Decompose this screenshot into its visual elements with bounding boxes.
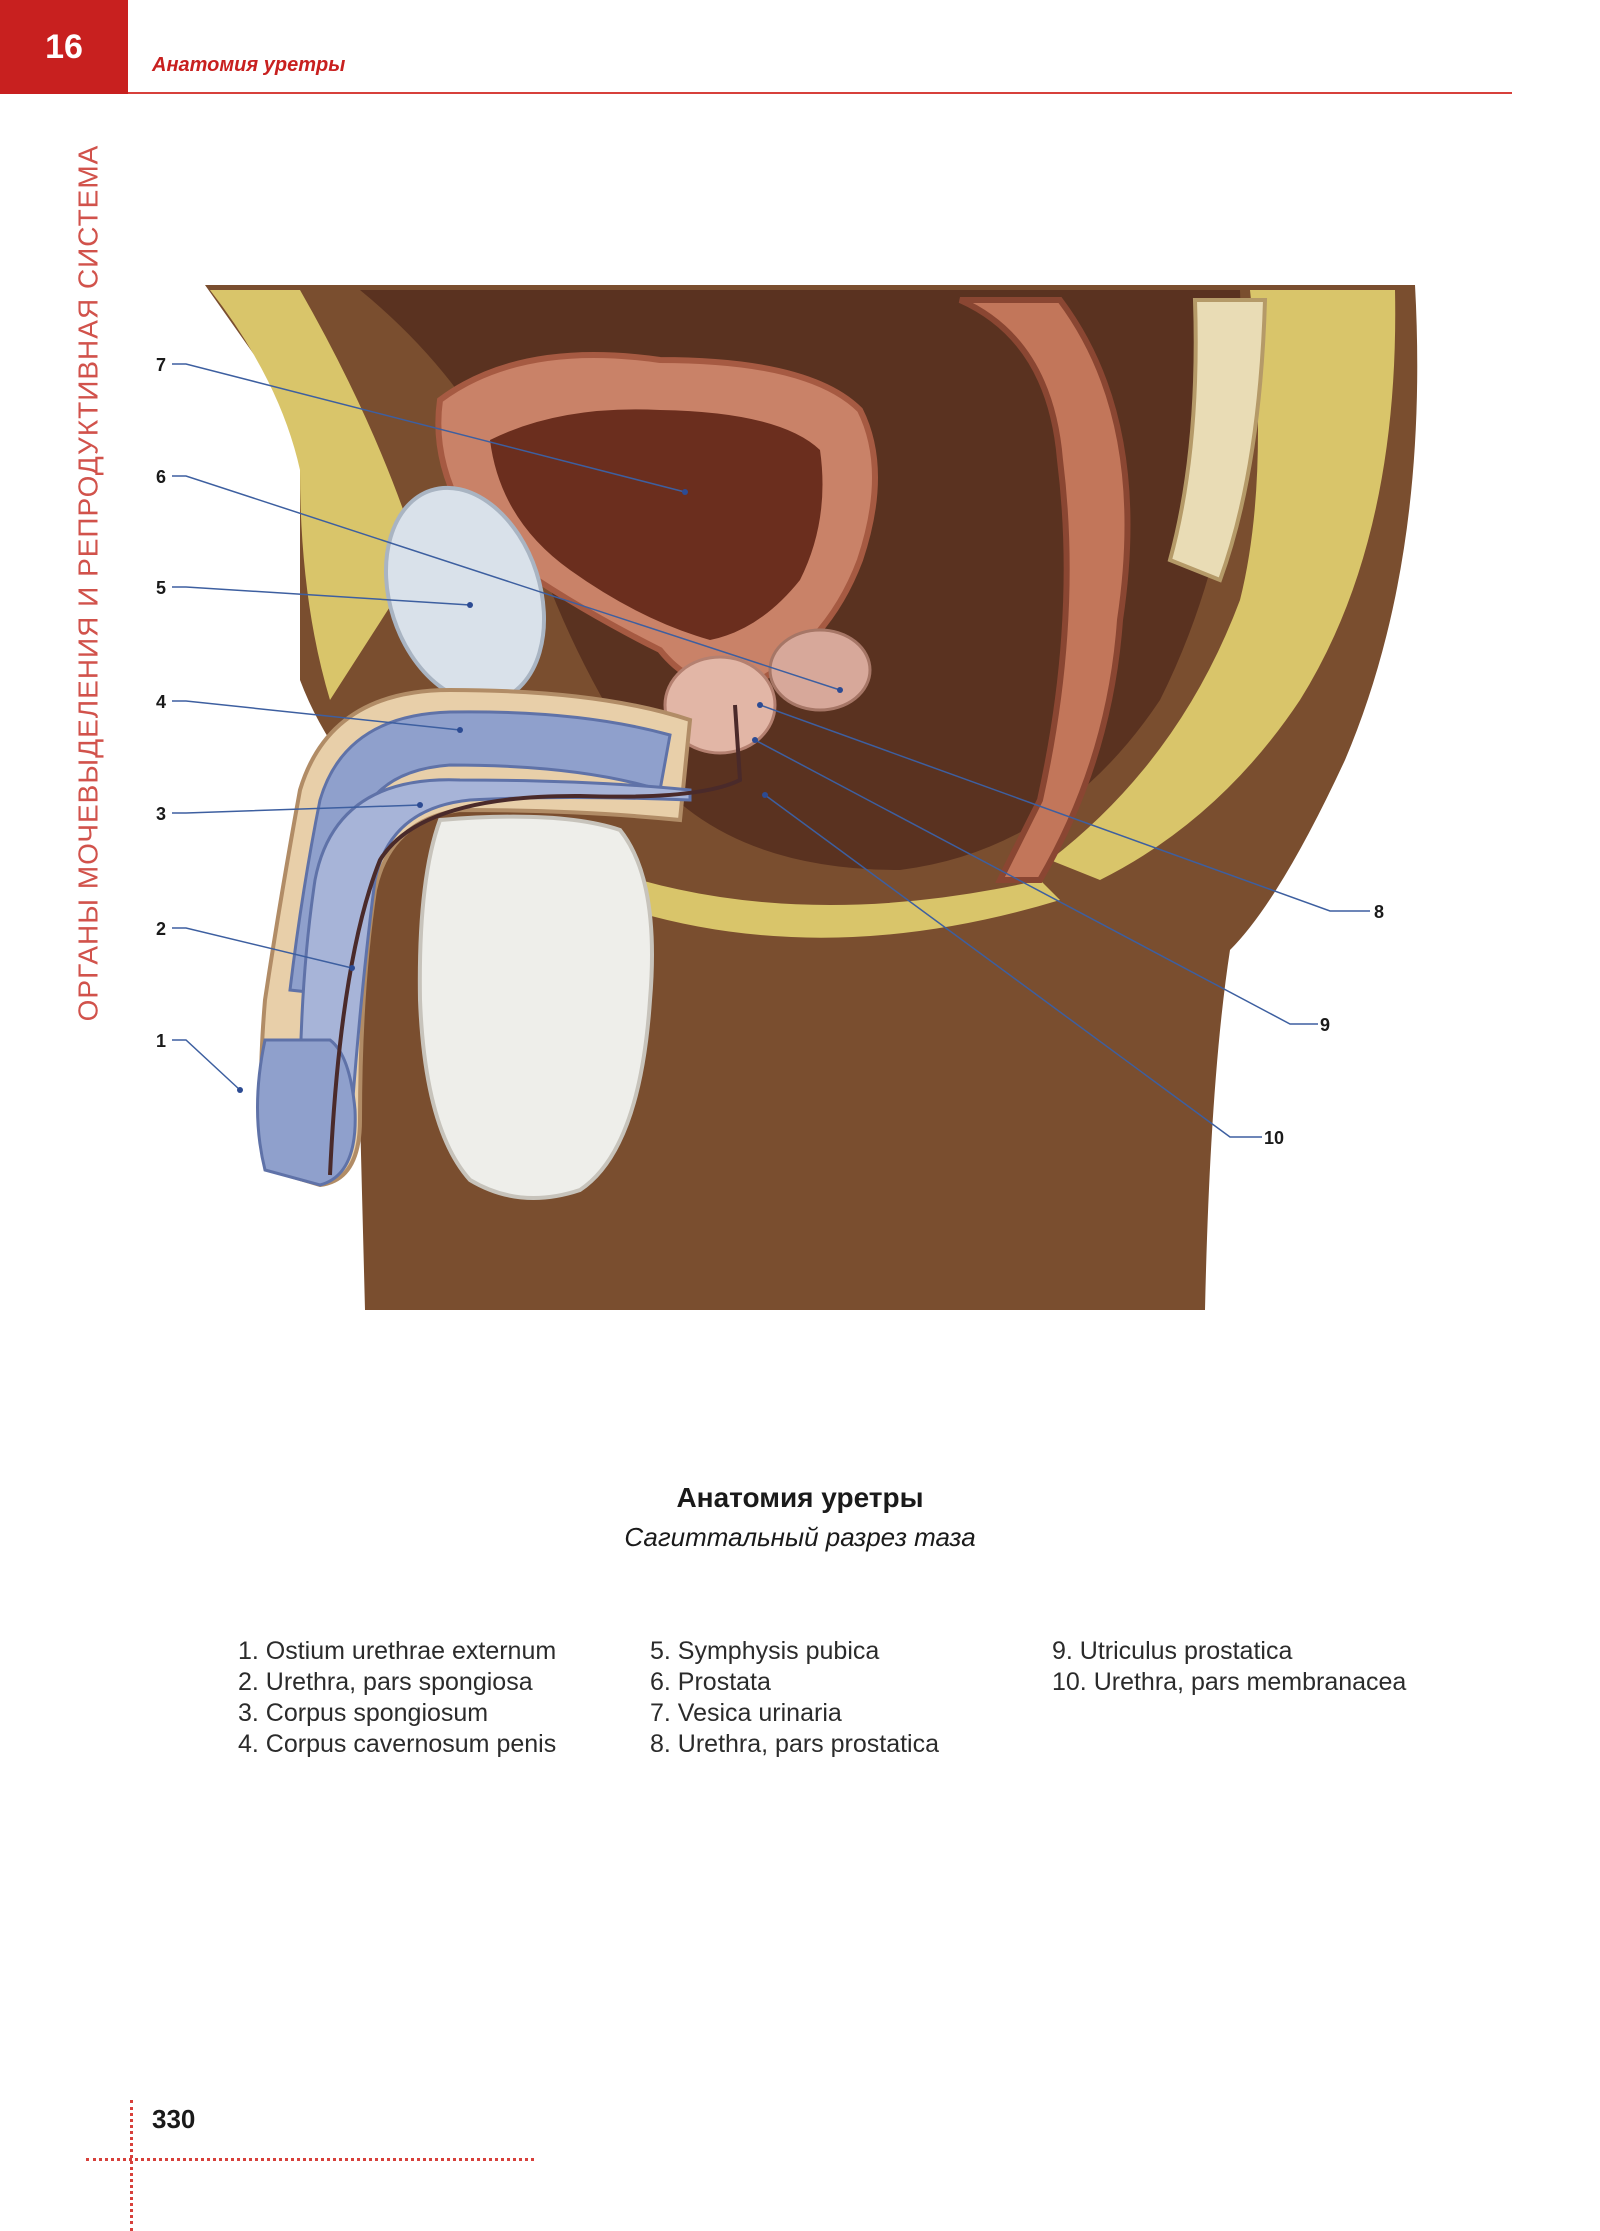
- label-5: 5: [156, 578, 473, 608]
- label-1: 1: [156, 1031, 243, 1093]
- legend-item: 9. Utriculus prostatica: [1052, 1637, 1293, 1665]
- legend-item: 10. Urethra, pars membranacea: [1052, 1668, 1407, 1696]
- svg-text:5: 5: [156, 578, 166, 598]
- label-3: 3: [156, 802, 423, 824]
- bladder-lumen: [490, 409, 823, 640]
- seminal-vesicle: [768, 628, 872, 712]
- label-9: 9: [752, 737, 1330, 1035]
- svg-text:2: 2: [156, 919, 166, 939]
- label-10: 10: [762, 792, 1284, 1148]
- legend-column-2: 5. Symphysis pubica 6. Prostata 7. Vesic…: [650, 1636, 939, 1760]
- chapter-number: 16: [45, 27, 83, 66]
- label-8: 8: [757, 702, 1384, 922]
- scrotum: [417, 814, 654, 1200]
- label-7: 7: [156, 355, 688, 495]
- label-2: 2: [156, 919, 355, 971]
- footer-dotted-rule-vertical: [130, 2100, 133, 2231]
- fat-layer-back: [1050, 290, 1396, 880]
- svg-text:1: 1: [156, 1031, 166, 1051]
- svg-text:9: 9: [1320, 1015, 1330, 1035]
- header-title: Анатомия уретры: [152, 54, 346, 76]
- rectum: [958, 297, 1131, 883]
- prostate: [663, 655, 777, 755]
- legend-item: 3. Corpus spongiosum: [238, 1699, 489, 1727]
- svg-text:10: 10: [1264, 1128, 1284, 1148]
- legend-item: 4. Corpus cavernosum penis: [238, 1730, 557, 1758]
- svg-text:6: 6: [156, 467, 166, 487]
- legend-item: 1. Ostium urethrae externum: [238, 1637, 557, 1665]
- legend-column-1: 1. Ostium urethrae externum 2. Urethra, …: [238, 1636, 556, 1760]
- fat-layer-perineum: [630, 880, 1060, 938]
- svg-text:4: 4: [156, 692, 166, 712]
- legend-item: 8. Urethra, pars prostatica: [650, 1730, 940, 1758]
- svg-text:8: 8: [1374, 902, 1384, 922]
- label-6: 6: [156, 467, 843, 693]
- legend-item: 7. Vesica urinaria: [650, 1699, 842, 1727]
- label-4: 4: [156, 692, 463, 733]
- caption-subtitle: Сагиттальный разрез таза: [624, 1522, 976, 1552]
- legend-column-3: 9. Utriculus prostatica 10. Urethra, par…: [1052, 1636, 1406, 1698]
- anatomy-illustration: 1 2 3 4 5 6 7 8 9 10: [156, 285, 1418, 1310]
- legend-item: 2. Urethra, pars spongiosa: [238, 1668, 533, 1696]
- legend-item: 6. Prostata: [650, 1668, 771, 1696]
- corpus-cavernosum: [288, 710, 672, 997]
- caption-title: Анатомия уретры: [676, 1482, 924, 1513]
- sacrum: [1167, 298, 1268, 583]
- urethra: [328, 704, 743, 1176]
- page-number: 330: [152, 2104, 196, 2134]
- header-rule: [128, 92, 1512, 94]
- legend-item: 5. Symphysis pubica: [650, 1637, 880, 1665]
- fat-layer-front: [210, 290, 420, 700]
- svg-text:3: 3: [156, 804, 166, 824]
- glans-penis: [256, 1038, 357, 1187]
- svg-text:7: 7: [156, 355, 166, 375]
- footer-dotted-rule: [86, 2158, 534, 2161]
- chapter-number-box: 16: [0, 0, 128, 94]
